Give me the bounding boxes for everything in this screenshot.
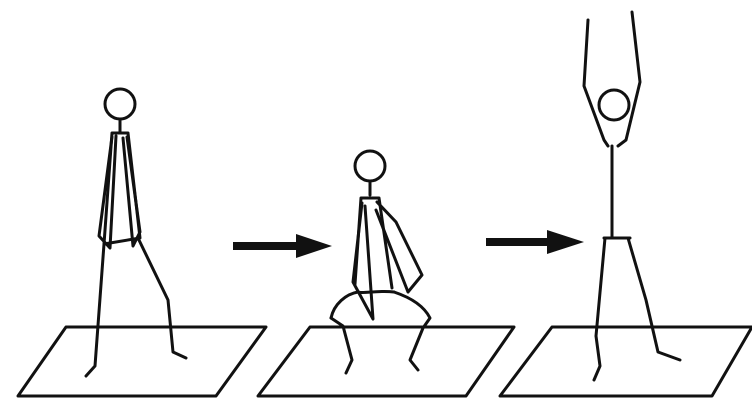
- jump-figure: [584, 12, 680, 380]
- squat-figure: [331, 151, 430, 373]
- leg-left: [86, 244, 104, 376]
- leg-right: [394, 292, 430, 370]
- leg-right: [138, 238, 186, 358]
- head: [599, 90, 629, 120]
- arrow-shaft: [486, 238, 550, 246]
- step-jump: [500, 12, 752, 396]
- floor-platform-2: [258, 327, 514, 396]
- arm-left: [353, 203, 373, 319]
- step-standing: [18, 89, 266, 396]
- leg-right: [628, 238, 680, 360]
- head: [105, 89, 135, 119]
- arrow-2: [486, 230, 584, 254]
- arm-left: [584, 20, 608, 146]
- arrow-head: [547, 230, 584, 254]
- floor-platform-3: [500, 327, 752, 396]
- arm-right: [618, 12, 640, 146]
- arrow-head: [296, 234, 332, 258]
- leg-left: [594, 238, 605, 380]
- standing-figure: [86, 89, 186, 376]
- floor-platform-1: [18, 327, 266, 396]
- torso: [604, 146, 630, 238]
- thigh-left: [331, 291, 394, 318]
- head: [355, 151, 385, 181]
- step-squat: [258, 151, 514, 396]
- arrow-1: [233, 234, 332, 258]
- arrow-shaft: [233, 242, 299, 250]
